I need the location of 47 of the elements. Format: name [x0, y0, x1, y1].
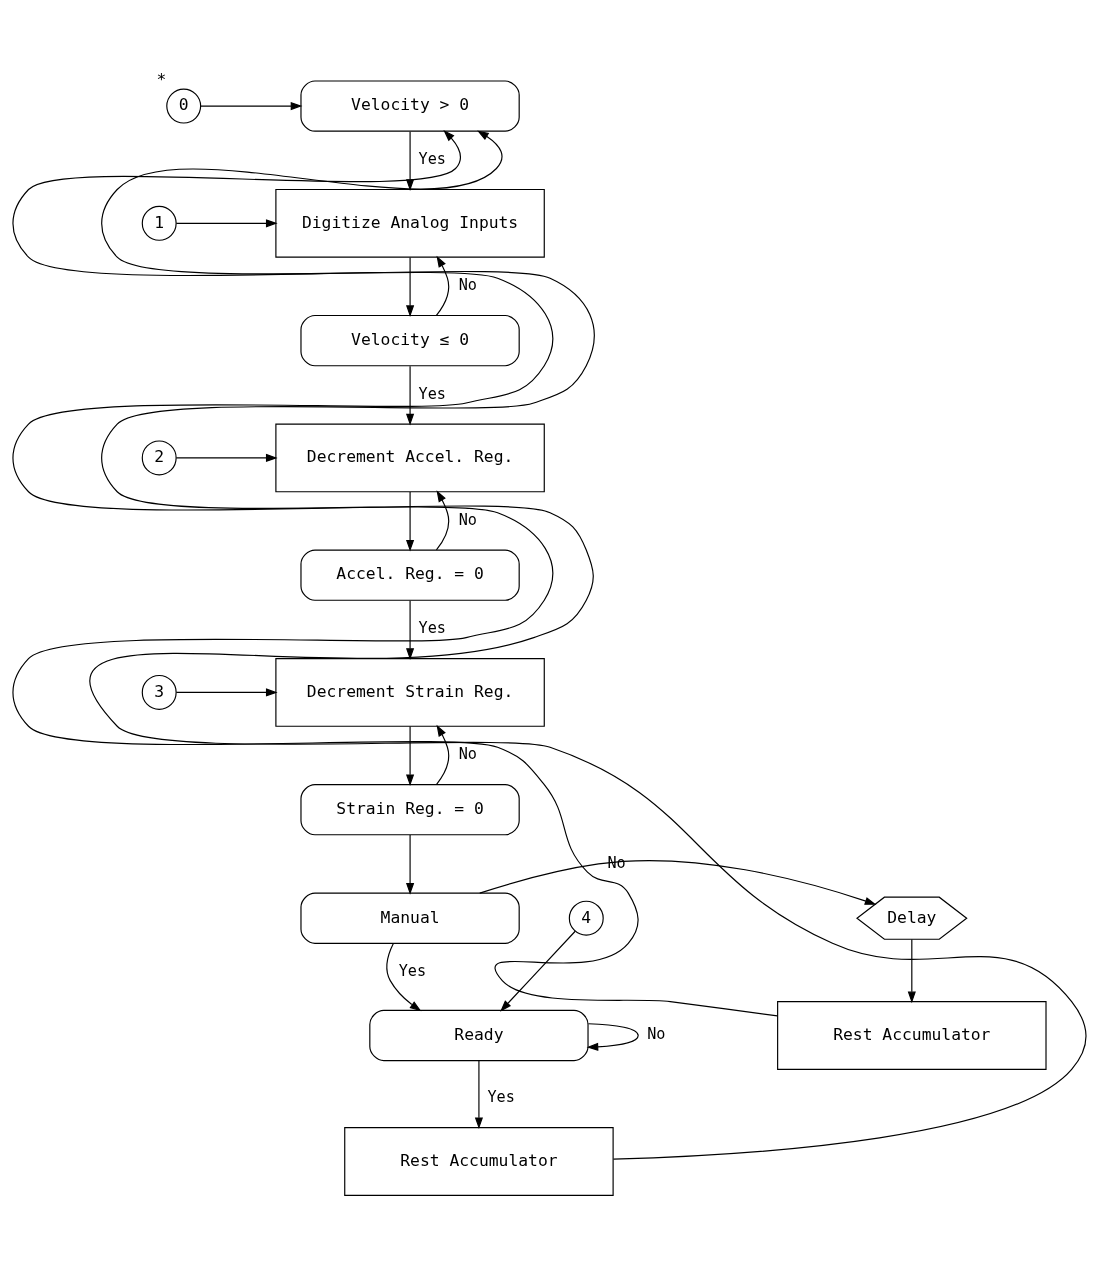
arrow — [12, 129, 778, 1016]
arrow — [386, 942, 422, 1011]
node-box: Accel. Reg. = 0 — [300, 549, 520, 601]
node-box: Ready — [369, 1009, 589, 1061]
arrow — [586, 1022, 639, 1051]
arrow — [435, 255, 450, 316]
arrow — [435, 724, 450, 785]
node-circle: 1 — [141, 205, 177, 241]
node-label: * — [156, 69, 167, 89]
arrow — [479, 859, 877, 905]
arrow — [406, 256, 415, 317]
edge-label: Yes — [418, 618, 446, 637]
node-box: Decrement Strain Reg. — [275, 657, 545, 727]
arrow — [406, 725, 415, 786]
arrow — [474, 1059, 483, 1129]
edge-label: No — [458, 275, 477, 294]
edge-label: Yes — [398, 961, 427, 980]
edge-label: No — [647, 1024, 666, 1043]
edge-label: Yes — [487, 1087, 515, 1106]
node-box: Decrement Accel. Reg. — [275, 422, 545, 492]
node-box: Digitize Analog Inputs — [275, 188, 545, 258]
node-box: Strain Reg. = 0 — [300, 783, 520, 835]
arrow — [907, 938, 916, 1003]
arrow — [500, 930, 576, 1012]
node-box: Velocity ≤ 0 — [300, 314, 520, 366]
node-box: Rest Accumulator — [777, 1000, 1047, 1070]
arrow — [175, 218, 278, 227]
arrow — [406, 599, 415, 660]
arrow — [175, 687, 278, 696]
node-circle: 3 — [141, 674, 177, 710]
node-circle: 0 — [166, 88, 202, 124]
arrow — [89, 130, 1087, 1160]
node-circle: 2 — [141, 439, 177, 475]
node-box: Rest Accumulator — [344, 1126, 614, 1196]
edge-label: Yes — [418, 149, 446, 168]
node-box: Velocity > 0 — [300, 79, 520, 132]
arrow — [435, 489, 450, 551]
arrow — [406, 365, 415, 425]
node-circle: 4 — [568, 900, 604, 936]
arrow — [175, 453, 278, 462]
edge-label: Yes — [418, 384, 446, 403]
arrow — [200, 101, 303, 110]
edge-label: No — [458, 510, 477, 529]
arrow — [406, 490, 415, 552]
node-box: Manual — [300, 892, 520, 944]
arrow — [406, 833, 415, 895]
edge-label: No — [458, 744, 477, 763]
